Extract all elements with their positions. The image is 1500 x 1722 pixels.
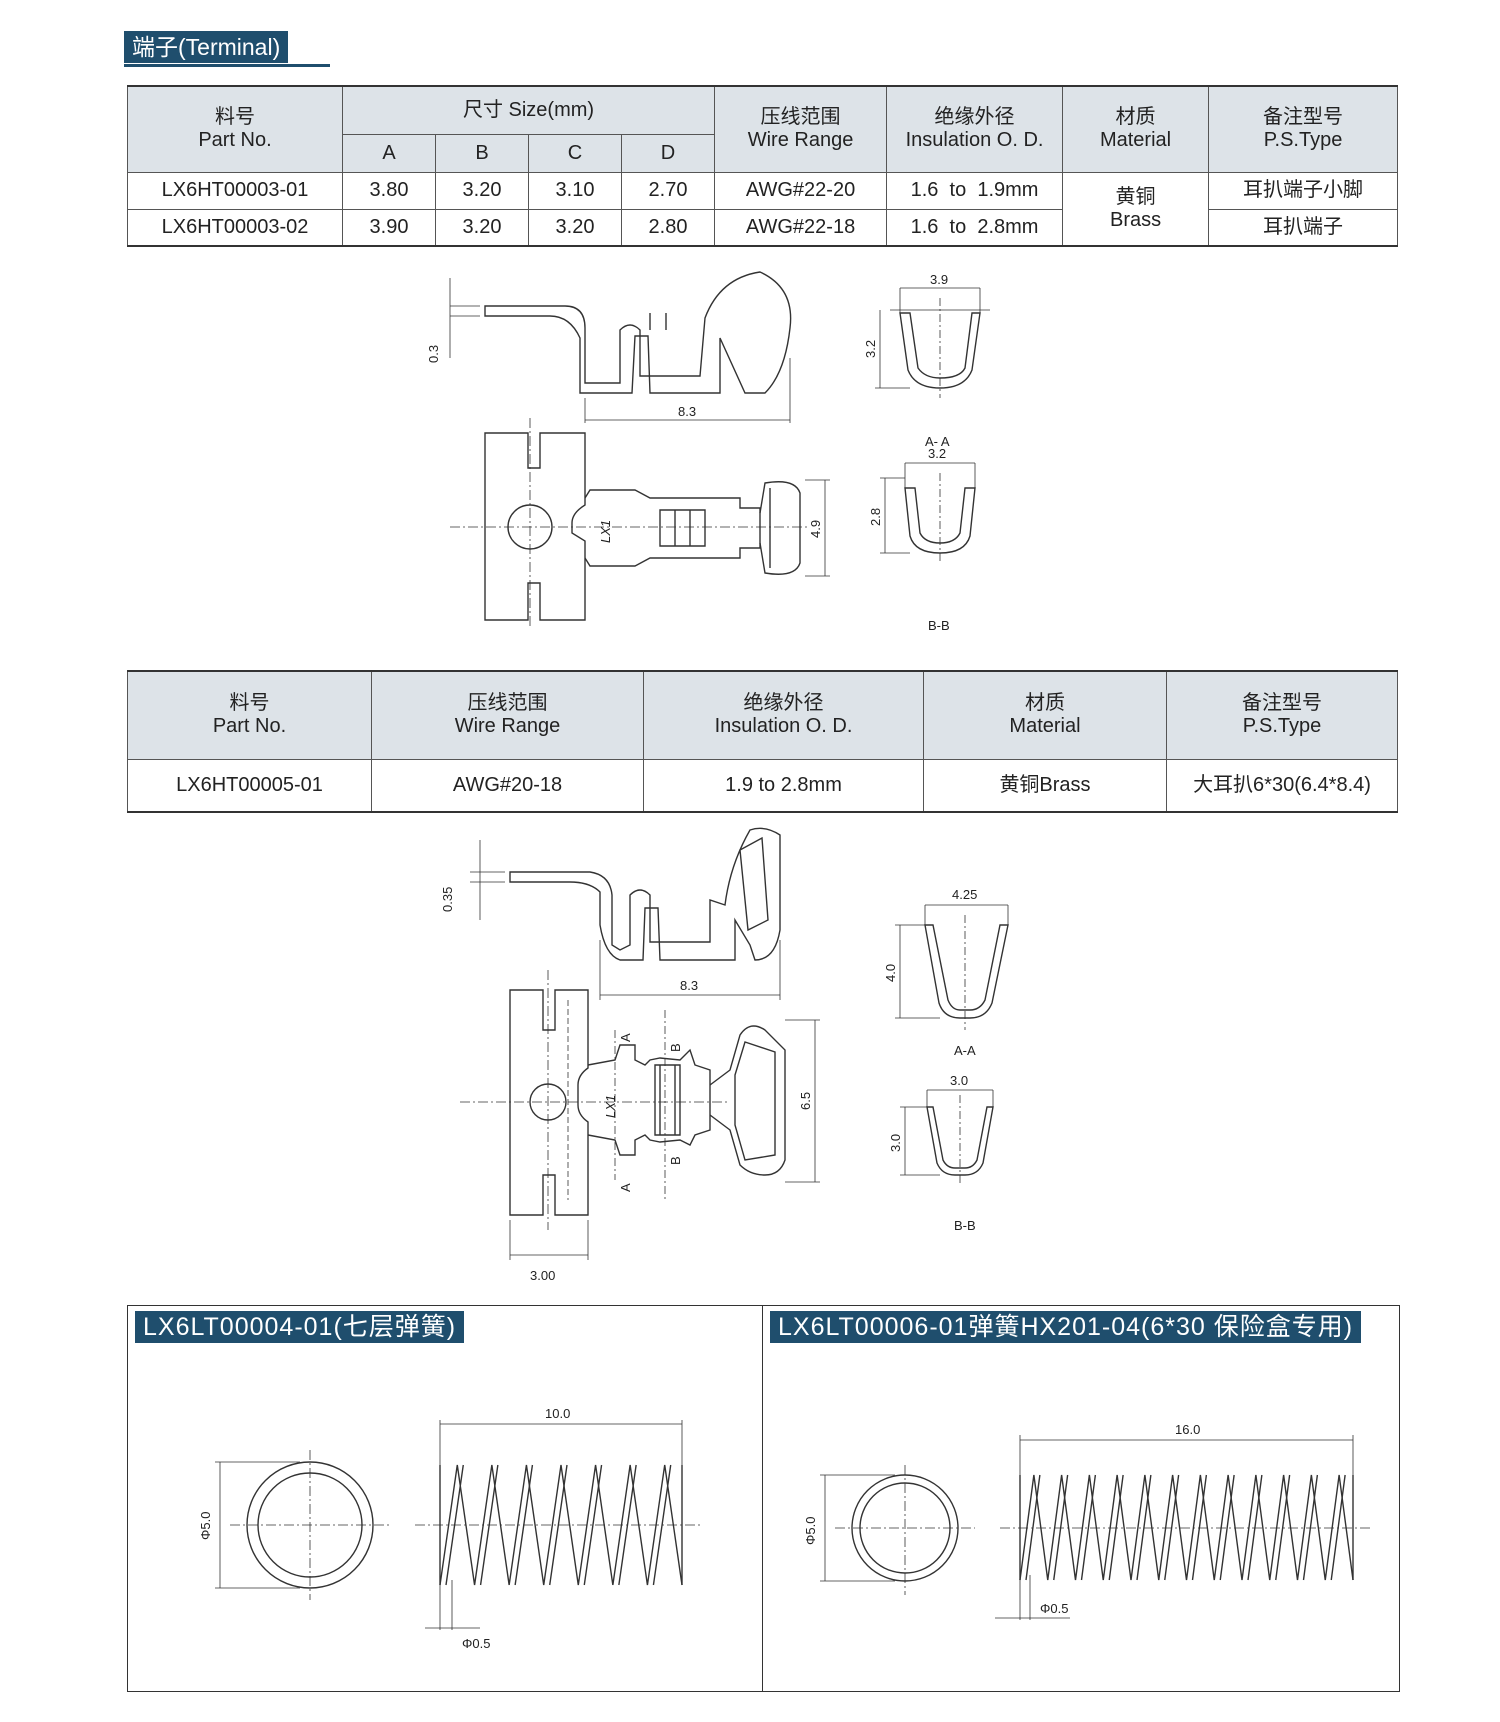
bb-height: 3.0 (888, 1134, 903, 1152)
cell-d: 2.80 (620, 208, 716, 247)
section-title: 端子(Terminal) (124, 31, 289, 63)
bb-width: 3.2 (928, 446, 946, 461)
spring-2-length: 16.0 (1175, 1422, 1200, 1437)
aa-height: 3.2 (863, 340, 878, 358)
bb-width: 3.0 (950, 1073, 968, 1088)
cut-a-bottom: A (618, 1183, 633, 1192)
spring-1-wire: Φ0.5 (462, 1636, 490, 1651)
cell-c: 3.20 (528, 208, 622, 247)
cell-c: 3.10 (528, 171, 622, 210)
aa-width: 3.9 (930, 272, 948, 287)
spring-1-length: 10.0 (545, 1406, 570, 1421)
cell-ins: 1.6 to 1.9mm (886, 171, 1064, 210)
spring-coil (439, 1464, 683, 1586)
spring-2-title: LX6LT00006-01弹簧HX201-04(6*30 保险盒专用) (770, 1311, 1362, 1343)
cell-ins: 1.6 to 2.8mm (886, 208, 1064, 247)
spring-2-wire: Φ0.5 (1040, 1601, 1068, 1616)
cell-ps: 耳扒端子 (1208, 208, 1399, 247)
spring-1-diameter: Φ5.0 (198, 1512, 213, 1540)
cell-a: 3.90 (342, 208, 436, 247)
dim-8-3: 8.3 (680, 978, 698, 993)
spring-2-diameter: Φ5.0 (803, 1517, 818, 1545)
aa-label: A-A (954, 1043, 976, 1058)
bb-label: B-B (928, 618, 950, 633)
dim-4-9: 4.9 (808, 520, 823, 538)
section-underline (124, 64, 330, 67)
dim-8-3: 8.3 (678, 404, 696, 419)
aa-width: 4.25 (952, 887, 977, 902)
table-row: LX6HT00003-02 3.90 3.20 3.20 2.80 AWG#22… (127, 208, 1399, 247)
cell-d: 2.70 (620, 171, 716, 210)
cut-b-bottom: B (668, 1156, 683, 1165)
cut-a-top: A (618, 1033, 633, 1042)
mark-lx1: LX1 (598, 520, 613, 543)
cell-part: LX6HT00005-01 (127, 758, 372, 813)
bb-height: 2.8 (868, 508, 883, 526)
spring-coil (1019, 1474, 1354, 1581)
header-c: C (528, 133, 622, 173)
cell-b: 3.20 (435, 171, 529, 210)
header-size: 尺寸 Size(mm) (341, 85, 716, 135)
dim-3-00: 3.00 (530, 1268, 555, 1283)
dim-0-35: 0.35 (440, 887, 455, 912)
dim-0-3: 0.3 (426, 345, 441, 363)
header-a: A (342, 133, 436, 173)
dim-6-5: 6.5 (798, 1092, 813, 1110)
cell-wire: AWG#22-20 (714, 171, 888, 210)
cell-part: LX6HT00003-01 (127, 171, 343, 210)
spring-1-drawing: 10.0 Φ5.0 Φ0.5 (198, 1406, 700, 1651)
cell-ps: 大耳扒6*30(6.4*8.4) (1166, 758, 1398, 813)
spring-coil (1025, 1474, 1346, 1581)
cell-a: 3.80 (342, 171, 436, 210)
bb-label: B-B (954, 1218, 976, 1233)
mark-lx1: LX1 (603, 1095, 618, 1118)
header-b: B (435, 133, 529, 173)
cell-b: 3.20 (435, 208, 529, 247)
cell-ps: 耳扒端子小脚 (1208, 171, 1399, 210)
aa-height: 4.0 (883, 964, 898, 982)
cell-part: LX6HT00003-02 (127, 208, 343, 247)
header-d: D (620, 133, 716, 173)
table-row: LX6HT00003-01 3.80 3.20 3.10 2.70 AWG#22… (127, 171, 1399, 247)
spring-1-title: LX6LT00004-01(七层弹簧) (135, 1311, 465, 1343)
spring-box-2 (762, 1305, 1400, 1692)
table-row: LX6HT00005-01 AWG#20-18 1.9 to 2.8mm 黄铜B… (127, 758, 1398, 813)
cell-material: 黄铜Brass (923, 758, 1167, 813)
aa-label: A- A (925, 434, 950, 449)
terminal-drawing-2: 0.35 8.3 6.5 3.00 LX1 A A B B 4.25 4.0 A… (440, 827, 1009, 1283)
cell-wire: AWG#20-18 (371, 758, 644, 813)
spring-2-drawing: 16.0 Φ5.0 Φ0.5 (803, 1422, 1370, 1620)
cell-ins: 1.9 to 2.8mm (643, 758, 924, 813)
terminal-drawing-1: 0.3 8.3 4.9 LX1 3.9 3.2 A- A 3.2 2.8 B-B (426, 271, 990, 633)
cut-b-top: B (668, 1043, 683, 1052)
cell-wire: AWG#22-18 (714, 208, 888, 247)
